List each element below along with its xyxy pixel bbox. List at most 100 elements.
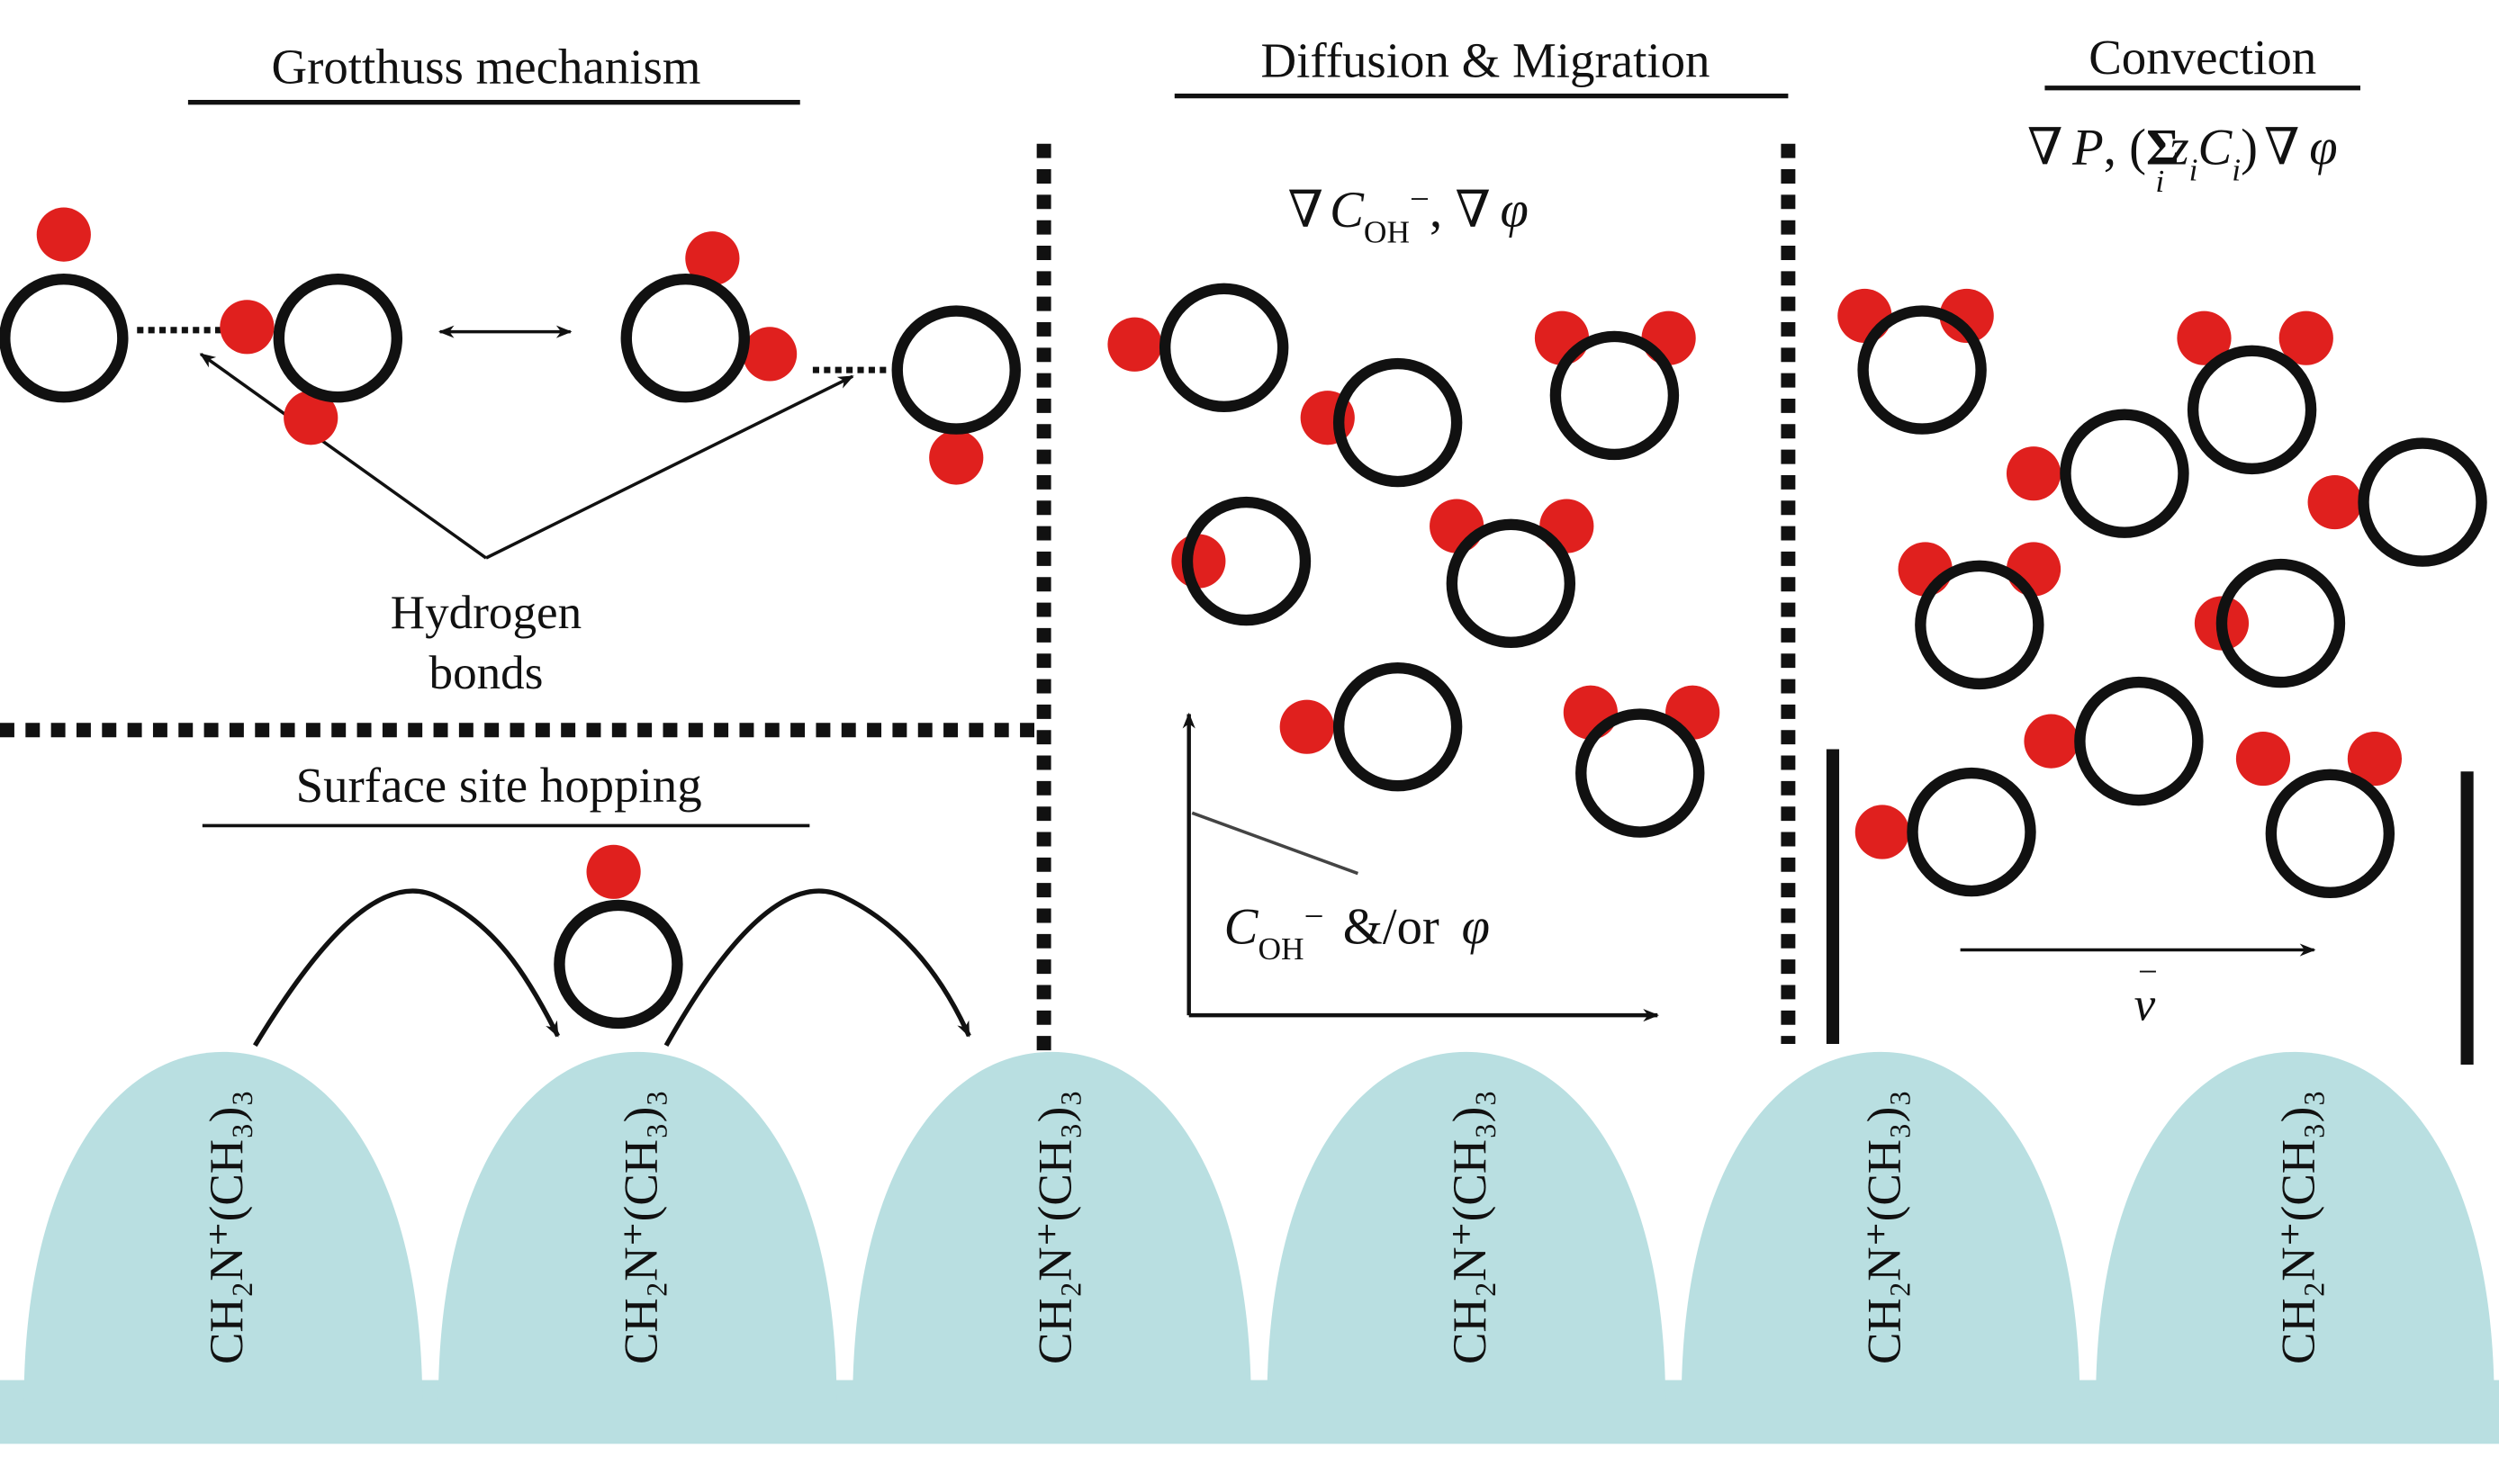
hydrogen-bonds-label: Hydrogen <box>391 587 582 639</box>
surface-bump <box>2096 1051 2494 1403</box>
atom <box>2006 542 2061 597</box>
surface-bump <box>1267 1051 1666 1403</box>
atom <box>1563 685 1618 740</box>
water-molecule <box>1430 499 1594 649</box>
hydroxide-ion <box>891 305 1021 485</box>
water-molecule <box>2235 731 2403 898</box>
quaternary-ammonium-label: CH₂N⁺(CH₃)₃ <box>615 1090 667 1364</box>
water-molecule <box>2177 310 2333 475</box>
surface-bump <box>853 1051 1251 1403</box>
surface-site: CH₂N⁺(CH₃)₃ <box>1681 1051 2080 1403</box>
oxygen-ring <box>2265 769 2395 898</box>
oxygen-ring <box>1857 305 1987 435</box>
atom <box>2278 310 2333 365</box>
hop-arrow <box>252 888 561 1048</box>
oxygen-ring <box>1332 661 1463 792</box>
surface-bump <box>1681 1051 2080 1403</box>
atom <box>1534 310 1590 365</box>
quaternary-ammonium-label: CH₂N⁺(CH₃)₃ <box>2273 1090 2325 1364</box>
atom <box>1939 288 1994 344</box>
oxygen-ring <box>2060 409 2189 538</box>
water-molecule <box>220 274 403 445</box>
atom <box>2347 731 2403 787</box>
atom <box>1854 805 1909 859</box>
hop-arrow <box>663 888 971 1048</box>
atom <box>1107 317 1162 372</box>
hydroxide-ion <box>2307 437 2487 567</box>
oxygen-ring <box>554 899 683 1030</box>
gradient-line <box>1191 811 1358 876</box>
atom <box>1539 499 1594 553</box>
pointer-arrow <box>199 352 488 560</box>
hydroxide-ion <box>2024 676 2204 806</box>
hopping-title: Surface site hopping <box>296 758 702 813</box>
surface-site: CH₂N⁺(CH₃)₃ <box>1267 1051 1666 1403</box>
oxygen-ring <box>620 274 750 403</box>
oxygen-ring <box>0 274 129 403</box>
surface-bump <box>438 1051 837 1403</box>
surface-bump <box>23 1051 423 1403</box>
quaternary-ammonium-label: CH₂N⁺(CH₃)₃ <box>1030 1090 1082 1364</box>
molecules <box>0 207 2487 1030</box>
atom <box>2235 731 2291 787</box>
water-molecule <box>620 231 798 403</box>
oxygen-ring <box>1575 708 1705 838</box>
oxygen-ring <box>1332 357 1463 488</box>
quaternary-ammonium-label: CH₂N⁺(CH₃)₃ <box>1444 1090 1496 1364</box>
atom <box>284 391 338 445</box>
atom <box>220 300 275 355</box>
hydrogen-bonds-label: bonds <box>429 647 544 699</box>
quaternary-ammonium-label: CH₂N⁺(CH₃)₃ <box>201 1090 253 1364</box>
water-molecule <box>1837 288 1994 435</box>
quaternary-ammonium-label: CH₂N⁺(CH₃)₃ <box>1858 1090 1910 1364</box>
atom <box>2177 310 2232 365</box>
membrane-surface: CH₂N⁺(CH₃)₃ CH₂N⁺(CH₃)₃ CH₂N⁺(CH₃)₃ CH₂N⁺(C… <box>0 1051 2499 1444</box>
water-molecule <box>1534 310 1696 461</box>
hydroxide-ion <box>2194 558 2346 688</box>
surface-site: CH₂N⁺(CH₃)₃ <box>438 1051 837 1403</box>
atom <box>929 430 984 485</box>
hydroxide-ion <box>1300 357 1463 488</box>
hydroxide-ion <box>1171 496 1312 626</box>
hydroxide-ion <box>1854 767 2036 897</box>
atom <box>586 844 641 899</box>
oxygen-ring <box>1915 560 2044 690</box>
grotthuss-title: Grotthuss mechanism <box>271 39 700 94</box>
oxygen-ring <box>2074 676 2204 806</box>
oxygen-ring <box>891 305 1021 435</box>
surface-site: CH₂N⁺(CH₃)₃ <box>2096 1051 2494 1403</box>
oxygen-ring <box>1549 330 1680 461</box>
atom <box>1837 288 1892 344</box>
atom <box>1171 534 1226 589</box>
oxygen-ring <box>2358 437 2487 567</box>
atom <box>2307 474 2362 530</box>
atom <box>36 207 91 262</box>
surface-site: CH₂N⁺(CH₃)₃ <box>23 1051 423 1403</box>
hydroxide-ion <box>554 844 683 1030</box>
oxygen-ring <box>1446 518 1576 649</box>
surface-site: CH₂N⁺(CH₃)₃ <box>853 1051 1251 1403</box>
atom <box>1279 699 1334 754</box>
water-molecule <box>1898 542 2061 690</box>
oxygen-ring <box>1907 767 2036 897</box>
atom <box>2006 446 2061 501</box>
pointer-arrow <box>485 374 854 560</box>
atom <box>2024 714 2079 769</box>
oxygen-ring <box>1159 283 1289 413</box>
atom <box>1641 310 1696 365</box>
atom <box>1430 499 1484 553</box>
hydroxide-ion <box>1107 283 1289 413</box>
atom <box>685 231 740 286</box>
oxygen-ring <box>2187 345 2317 475</box>
atom <box>1898 542 1953 597</box>
convection-title: Convection <box>2089 30 2316 85</box>
diffusion-title: Diffusion & Migration <box>1261 32 1710 87</box>
hydroxide-ion <box>2006 409 2189 538</box>
oxygen-ring <box>2215 558 2346 688</box>
velocity-label: ‾v <box>2134 967 2157 1031</box>
hydroxide-ion <box>0 207 129 403</box>
